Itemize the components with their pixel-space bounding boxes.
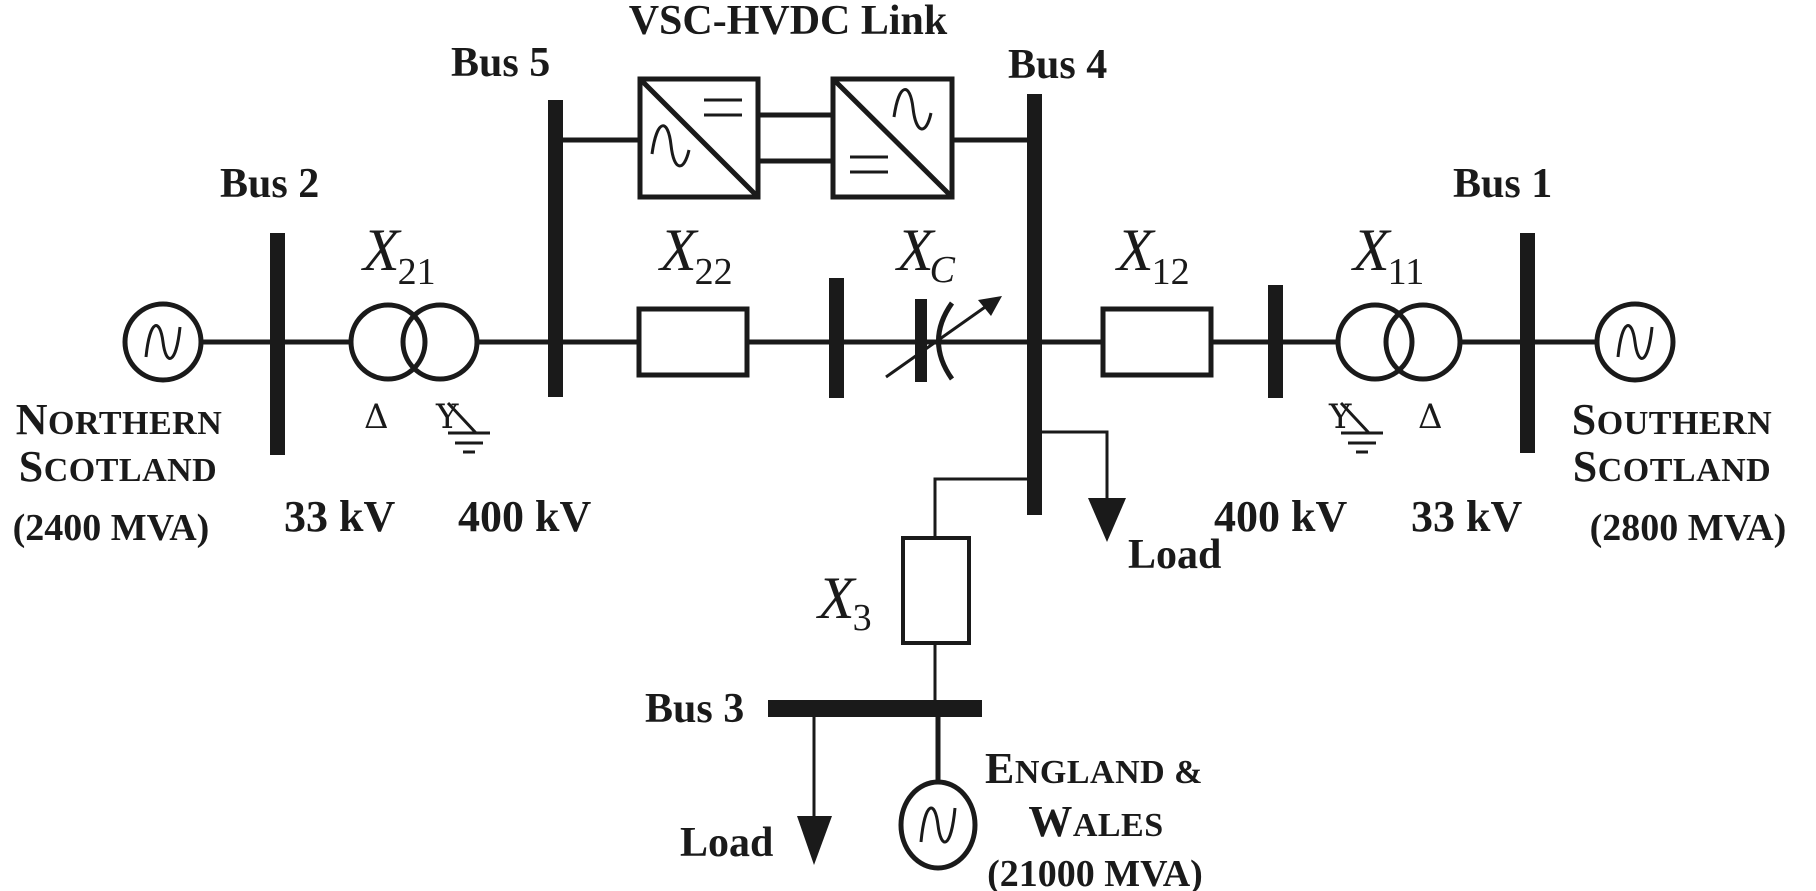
ac-sine-icon bbox=[650, 124, 691, 168]
variable-arrow-shaft bbox=[885, 303, 989, 379]
bus-2-label: Bus 2 bbox=[220, 161, 319, 207]
load-arrow-icon bbox=[797, 816, 832, 865]
sine-wave-icon bbox=[1616, 324, 1654, 360]
wire-bus4-x3 bbox=[933, 477, 1027, 537]
area-north-line2: SCOTLAND bbox=[19, 442, 218, 491]
reactance-x12-box bbox=[1100, 306, 1214, 378]
load-arrow-icon bbox=[1088, 498, 1126, 542]
neutral-lead bbox=[1339, 401, 1371, 435]
area-england-line1: ENGLAND & bbox=[985, 744, 1203, 793]
load-bus3-label: Load bbox=[680, 820, 773, 866]
bus-5-bar bbox=[548, 100, 563, 397]
capacitor-plate-straight bbox=[915, 299, 927, 382]
load-bus4 bbox=[1042, 430, 1126, 542]
transformer-x21 bbox=[348, 302, 480, 382]
area-south-line1: SOUTHERN bbox=[1572, 395, 1772, 444]
area-south-rating: (2800 MVA) bbox=[1590, 507, 1787, 549]
bus-4-bar bbox=[1027, 94, 1042, 515]
area-north-rating: (2400 MVA) bbox=[13, 507, 210, 549]
generator-north bbox=[122, 301, 204, 383]
winding-wye-right: Y bbox=[1328, 397, 1352, 437]
reactance-x3-box bbox=[901, 536, 971, 645]
hvdc-link-title: VSC-HVDC Link bbox=[629, 0, 948, 44]
wire-bus4-load bbox=[1042, 430, 1109, 505]
two-winding-transformer-icon bbox=[1335, 302, 1415, 382]
reactance-x21-label: X21 bbox=[361, 217, 436, 293]
reactance-xc-label: XC bbox=[895, 217, 956, 291]
reactance-x22-box bbox=[636, 306, 750, 378]
ac-generator-icon bbox=[898, 779, 978, 871]
bus-1-label: Bus 1 bbox=[1453, 161, 1552, 207]
ac-generator-icon bbox=[122, 301, 204, 383]
winding-delta-right: Δ bbox=[1418, 397, 1443, 437]
converter-station-1 bbox=[637, 76, 761, 200]
voltage-left-high: 400 kV bbox=[458, 492, 591, 541]
voltage-right-low: 33 kV bbox=[1411, 492, 1522, 541]
reactance-x12-label: X12 bbox=[1115, 217, 1190, 293]
bus-3-bar bbox=[768, 700, 982, 717]
ac-sine-icon bbox=[892, 88, 933, 131]
reactance-x11-label: X11 bbox=[1351, 217, 1424, 293]
bus-2-bar bbox=[270, 233, 285, 455]
intermediate-bus-bar-left bbox=[829, 278, 844, 398]
area-north-line1: NORTHERN bbox=[16, 395, 223, 444]
transformer-x11 bbox=[1335, 302, 1463, 382]
winding-wye-grounded-left: Y bbox=[435, 397, 490, 454]
converter-station-2 bbox=[830, 76, 955, 200]
two-winding-transformer-icon bbox=[400, 302, 480, 382]
load-bus4-label: Load bbox=[1128, 532, 1221, 578]
vsc-hvdc-link bbox=[563, 76, 1027, 200]
two-winding-transformer-icon bbox=[348, 302, 428, 382]
area-england-rating: (21000 MVA) bbox=[987, 853, 1203, 891]
voltage-right-high: 400 kV bbox=[1214, 492, 1347, 541]
bus-4-label: Bus 4 bbox=[1008, 42, 1107, 88]
variable-capacitor-xc bbox=[885, 296, 1002, 382]
area-england-line2: WALES bbox=[1028, 797, 1163, 846]
winding-delta-left: Δ bbox=[364, 397, 389, 437]
variable-arrow-head-icon bbox=[978, 296, 1002, 316]
bus-5-label: Bus 5 bbox=[451, 40, 550, 86]
load-bus3 bbox=[797, 717, 832, 865]
winding-wye-grounded-right: Y bbox=[1328, 397, 1383, 454]
sine-wave-icon bbox=[144, 324, 182, 360]
bus-1-bar bbox=[1520, 233, 1535, 453]
generator-south bbox=[1594, 301, 1676, 383]
reactance-x3-label: X3 bbox=[816, 565, 872, 639]
bus-3-label: Bus 3 bbox=[645, 686, 744, 732]
converter-diagonal bbox=[638, 77, 760, 199]
converter-diagonal bbox=[831, 77, 954, 199]
winding-wye-left: Y bbox=[435, 397, 459, 437]
voltage-left-low: 33 kV bbox=[284, 492, 395, 541]
area-south-line2: SCOTLAND bbox=[1573, 442, 1772, 491]
reactance-x22-label: X22 bbox=[658, 217, 733, 293]
intermediate-bus-bar-right bbox=[1268, 285, 1283, 398]
neutral-lead bbox=[446, 401, 478, 435]
ac-generator-icon bbox=[1594, 301, 1676, 383]
two-winding-transformer-icon bbox=[1383, 302, 1463, 382]
generator-england-wales bbox=[898, 717, 978, 871]
sine-wave-icon bbox=[919, 806, 957, 844]
